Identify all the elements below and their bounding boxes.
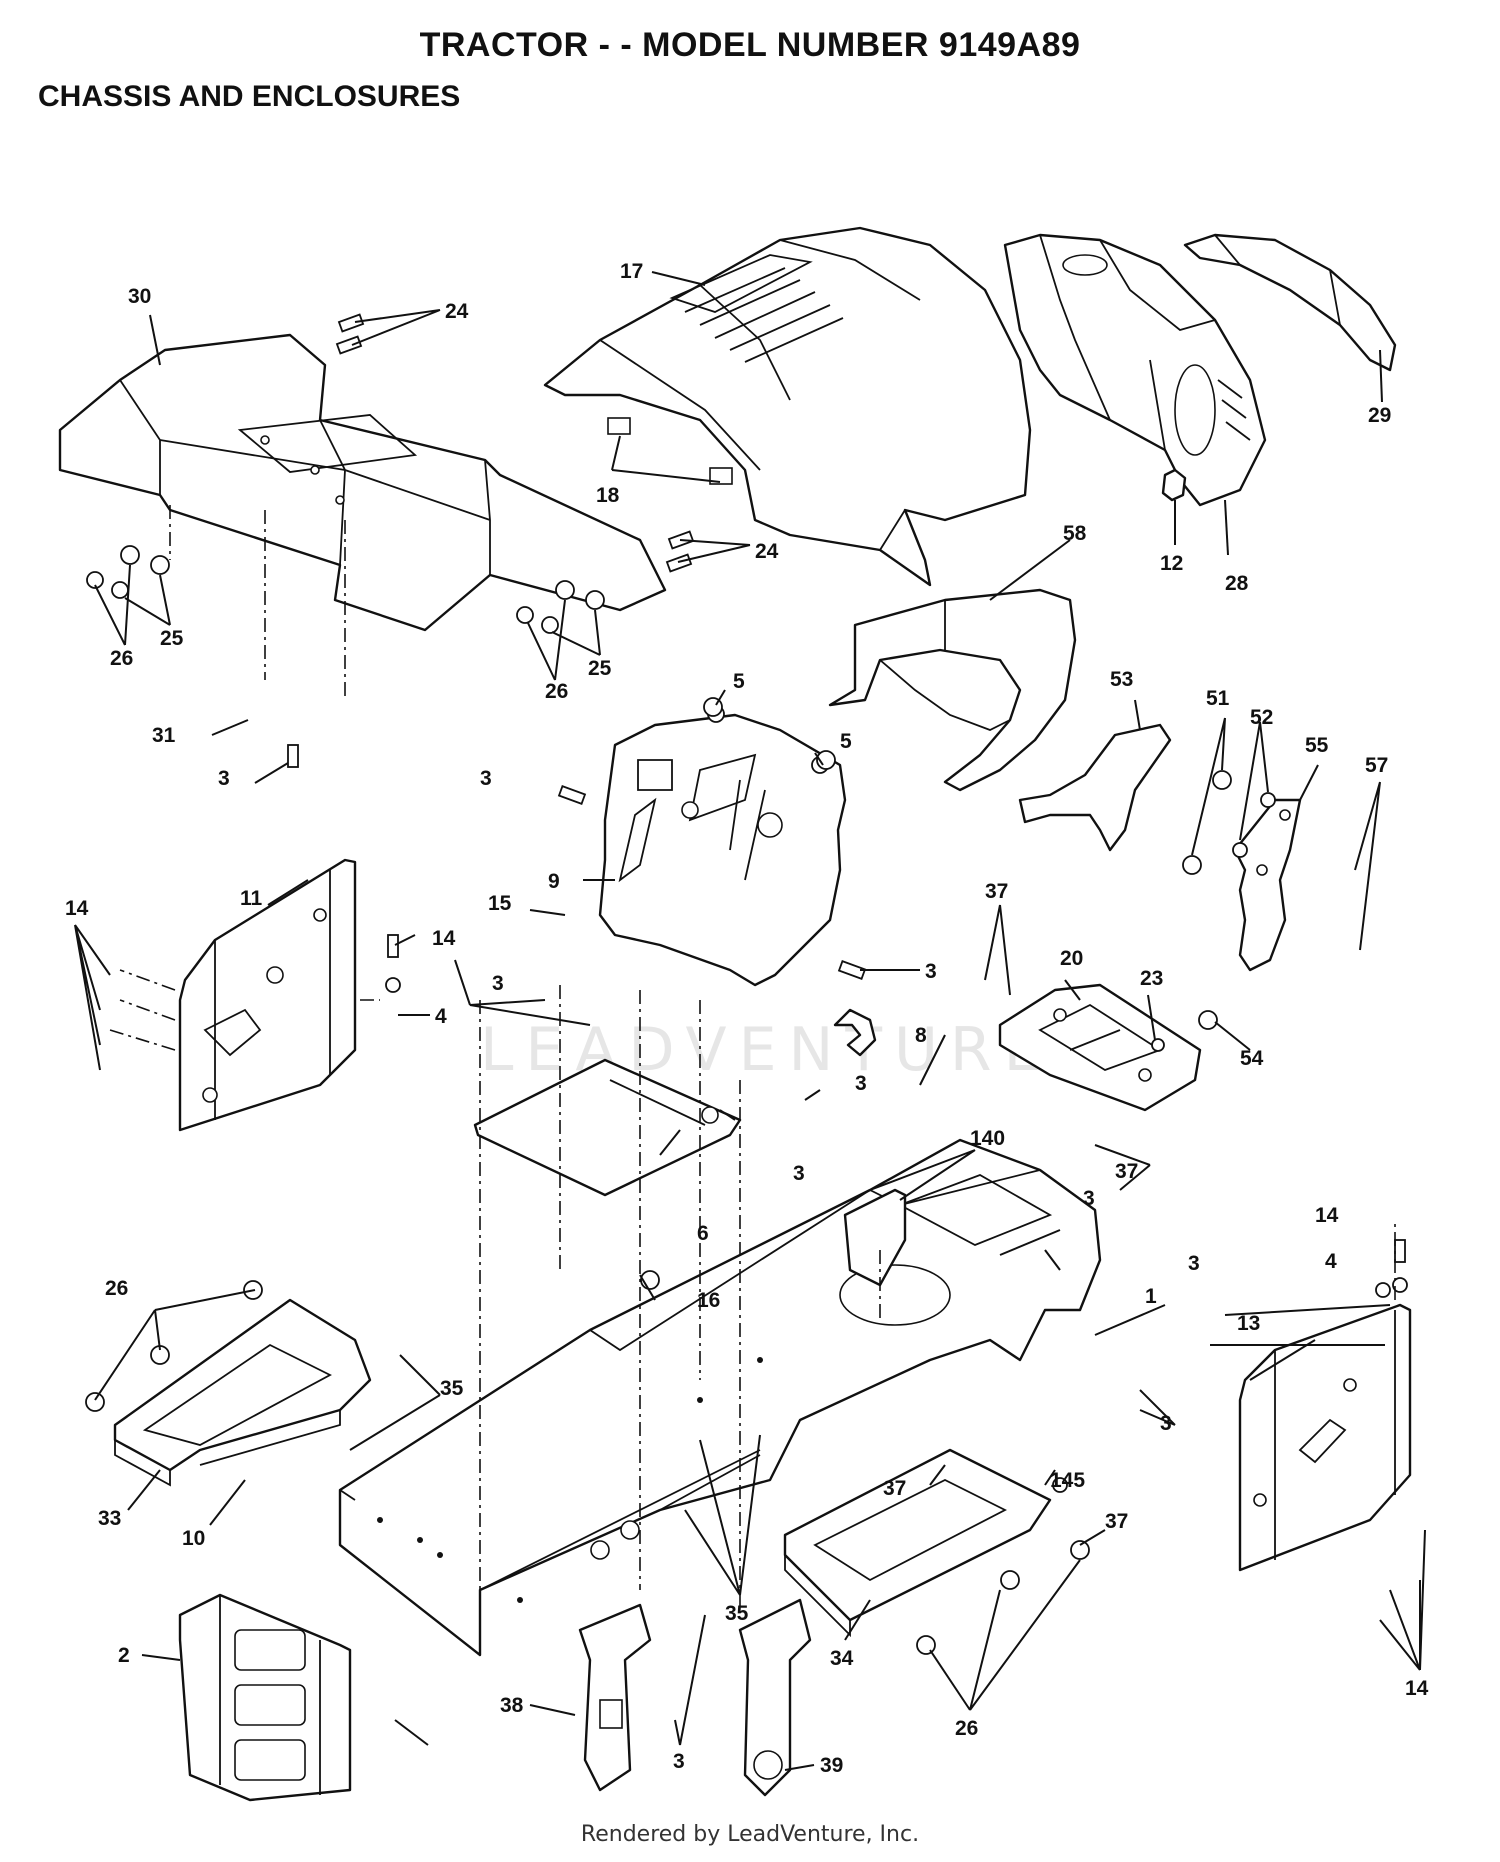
leader-lines [74, 271, 1426, 1771]
callout-26: 26 [955, 1717, 978, 1740]
callout-39: 39 [820, 1754, 843, 1777]
callout-37: 37 [985, 880, 1008, 903]
part-17-hood [543, 226, 1032, 587]
callout-3: 3 [1188, 1252, 1200, 1275]
callout-140: 140 [970, 1127, 1005, 1150]
section-subtitle: CHASSIS AND ENCLOSURES [38, 80, 461, 113]
callout-33: 33 [98, 1507, 121, 1530]
callout-18: 18 [596, 484, 620, 507]
callout-6: 6 [697, 1222, 709, 1245]
callout-35: 35 [440, 1377, 464, 1400]
hardware-bolts [85, 313, 1408, 1655]
callout-3: 3 [793, 1162, 805, 1185]
callout-30: 30 [128, 285, 151, 308]
callout-8: 8 [915, 1024, 927, 1047]
callout-3: 3 [673, 1750, 685, 1773]
part-29-grille-trim [1183, 233, 1397, 372]
callout-11: 11 [240, 887, 263, 910]
callout-28: 28 [1225, 572, 1249, 595]
callout-26: 26 [545, 680, 568, 703]
callout-16: 16 [697, 1289, 720, 1312]
part-55-bracket [1233, 798, 1302, 972]
part-6-battery-tray [473, 1058, 742, 1197]
callout-23: 23 [1140, 967, 1163, 990]
callout-12: 12 [1160, 552, 1183, 575]
part-11-left-side-panel [178, 858, 357, 1132]
callout-38: 38 [500, 1694, 524, 1717]
callout-26: 26 [105, 1277, 128, 1300]
alignment-lines [109, 505, 1396, 1610]
callout-24: 24 [755, 540, 779, 563]
callout-3: 3 [218, 767, 230, 790]
callout-14: 14 [432, 927, 456, 950]
callout-4: 4 [435, 1005, 447, 1028]
callout-labels: 30 24 17 29 18 12 28 24 58 26 25 26 25 5… [65, 260, 1429, 1777]
callout-35: 35 [725, 1602, 749, 1625]
callout-3: 3 [925, 960, 937, 983]
part-38-bracket [578, 1603, 652, 1792]
callout-3: 3 [492, 972, 504, 995]
callout-145: 145 [1050, 1469, 1085, 1492]
callout-57: 57 [1365, 754, 1388, 777]
callout-3: 3 [1160, 1412, 1172, 1435]
part-2-front-plate [178, 1593, 352, 1802]
part-28-grille [1003, 233, 1267, 507]
callout-14: 14 [1315, 1204, 1339, 1227]
part-20-seat-plate [998, 983, 1202, 1112]
part-39-bracket [738, 1598, 812, 1797]
callout-1: 1 [1145, 1285, 1157, 1308]
part-53-bracket [1018, 723, 1172, 852]
callout-14: 14 [1405, 1677, 1429, 1700]
callout-37: 37 [883, 1477, 906, 1500]
callout-10: 10 [182, 1527, 205, 1550]
callout-53: 53 [1110, 668, 1133, 691]
part-33-left-footrest [113, 1298, 372, 1487]
callout-25: 25 [160, 627, 184, 650]
callout-20: 20 [1060, 947, 1083, 970]
callout-54: 54 [1240, 1047, 1264, 1070]
callout-3: 3 [480, 767, 492, 790]
callout-58: 58 [1063, 522, 1087, 545]
part-58-shroud [828, 588, 1077, 792]
callout-9: 9 [548, 870, 560, 893]
callout-24: 24 [445, 300, 469, 323]
callout-3: 3 [855, 1072, 867, 1095]
part-8-clip [833, 1008, 877, 1057]
footer-credit: Rendered by LeadVenture, Inc. [580, 1822, 920, 1847]
callout-15: 15 [488, 892, 512, 915]
part-9-dash-panel [598, 713, 847, 987]
part-13-right-side-panel [1238, 1303, 1412, 1572]
callout-37: 37 [1115, 1160, 1138, 1183]
callout-55: 55 [1305, 734, 1329, 757]
callout-25: 25 [588, 657, 612, 680]
part-140-bracket [843, 1188, 907, 1287]
callout-14: 14 [65, 897, 89, 920]
callout-5: 5 [733, 670, 745, 693]
callout-51: 51 [1206, 687, 1230, 710]
callout-34: 34 [830, 1647, 854, 1670]
part-12-clip [1161, 468, 1187, 502]
callout-4: 4 [1325, 1250, 1337, 1273]
callout-3: 3 [1083, 1187, 1095, 1210]
callout-52: 52 [1250, 706, 1273, 729]
page-title: TRACTOR - - MODEL NUMBER 9149A89 [419, 26, 1081, 64]
callout-13: 13 [1237, 1312, 1260, 1335]
callout-17: 17 [620, 260, 643, 283]
watermark-text: LEADVENTURE [480, 1015, 1054, 1085]
callout-37: 37 [1105, 1510, 1128, 1533]
callout-5: 5 [840, 730, 852, 753]
callout-26: 26 [110, 647, 133, 670]
callout-29: 29 [1368, 404, 1391, 427]
callout-2: 2 [118, 1644, 130, 1667]
callout-31: 31 [152, 724, 176, 747]
part-34-right-footrest [783, 1448, 1052, 1638]
